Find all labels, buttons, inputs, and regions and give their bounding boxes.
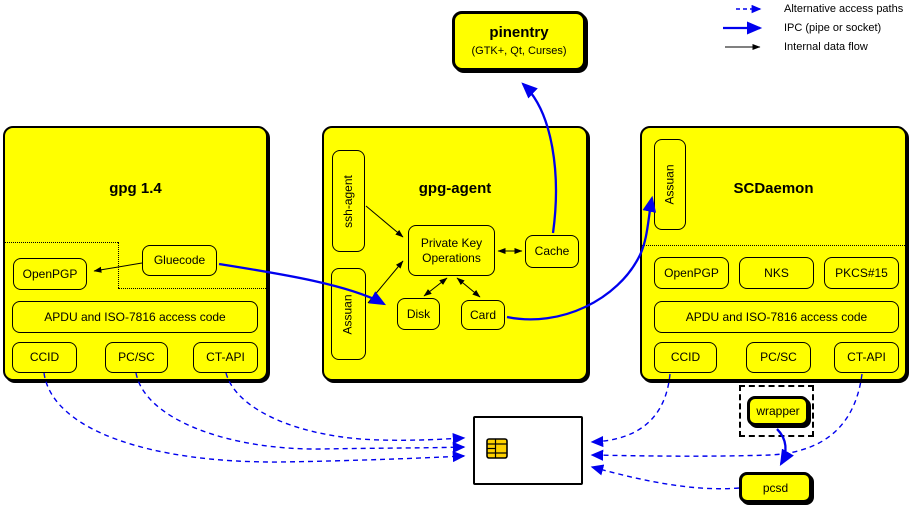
legend-label: IPC (pipe or socket): [784, 22, 882, 34]
scdaemon-ccid-box: CCID: [654, 342, 717, 373]
gpg14-openpgp-box: OpenPGP: [13, 258, 87, 290]
wrapper-box: wrapper: [747, 396, 809, 426]
scdaemon-ctapi-box: CT-API: [834, 342, 899, 373]
edge-gpg14-pcsc-smartcard: [135, 372, 466, 453]
scdaemon-dotted-separator: [642, 245, 905, 246]
scdaemon-title: SCDaemon: [733, 180, 814, 197]
cache-box: Cache: [525, 235, 579, 268]
private-key-operations-box: Private Key Operations: [408, 225, 495, 276]
thin-black-arrow-icon: [725, 44, 761, 50]
smartcard: [473, 416, 583, 485]
gpg14-ctapi-box: CT-API: [193, 342, 258, 373]
legend-item-alternative: Alternative access paths: [710, 2, 903, 16]
scdaemon-assuan-box: Assuan: [654, 139, 686, 230]
edge-gpg14-ctapi-smartcard: [225, 372, 466, 445]
gpg14-ccid-box: CCID: [12, 342, 77, 373]
pinentry-subtitle: (GTK+, Qt, Curses): [471, 45, 567, 57]
edge-scdaemon-ctapi-smartcard: [590, 373, 863, 461]
legend-item-ipc: IPC (pipe or socket): [710, 21, 881, 35]
gpg14-dotted-separator: [5, 242, 118, 243]
gpg14-dotted-separator: [118, 242, 119, 288]
gpg14-title: gpg 1.4: [109, 180, 162, 197]
scdaemon-nks-box: NKS: [739, 257, 814, 289]
pinentry-title: pinentry: [489, 24, 549, 41]
disk-box: Disk: [397, 298, 440, 330]
gpg-agent-assuan-box: Assuan: [331, 268, 366, 360]
scdaemon-apdu-box: APDU and ISO-7816 access code: [654, 301, 899, 333]
legend-item-internal: Internal data flow: [710, 40, 868, 54]
gpg-agent-title: gpg-agent: [418, 180, 492, 197]
pcsd-box: pcsd: [739, 472, 812, 503]
smartcard-chip-icon: [486, 438, 508, 459]
gpg14-gluecode-box: Gluecode: [142, 245, 217, 276]
edge-gpg14-ccid-smartcard: [43, 372, 466, 463]
gpg-agent-box: gpg-agent ssh-agent Assuan Private Key O…: [322, 126, 588, 381]
thick-blue-arrow-icon: [723, 21, 763, 35]
gpg14-pcsc-box: PC/SC: [105, 342, 168, 373]
legend-label: Internal data flow: [784, 41, 868, 53]
legend-label: Alternative access paths: [784, 3, 904, 15]
edge-pcsd-smartcard: [590, 464, 740, 490]
scdaemon-pcsc-box: PC/SC: [746, 342, 811, 373]
gpg-agent-ssh-agent-box: ssh-agent: [332, 150, 365, 252]
dashed-blue-arrow-icon: [736, 4, 762, 14]
scdaemon-box: SCDaemon Assuan OpenPGP NKS PKCS#15 APDU…: [640, 126, 907, 381]
scdaemon-pkcs15-box: PKCS#15: [824, 257, 899, 289]
gpg14-dotted-separator: [118, 288, 266, 289]
edge-scdaemon-ccid-smartcard: [590, 373, 671, 448]
card-box: Card: [461, 300, 505, 330]
pinentry-box: pinentry (GTK+, Qt, Curses): [452, 11, 586, 71]
gpg14-box: gpg 1.4 OpenPGP Gluecode APDU and ISO-78…: [3, 126, 268, 381]
scdaemon-openpgp-box: OpenPGP: [654, 257, 729, 289]
pko-line2: Operations: [422, 250, 481, 265]
pko-line1: Private Key: [420, 235, 483, 250]
gpg14-apdu-box: APDU and ISO-7816 access code: [12, 301, 258, 333]
